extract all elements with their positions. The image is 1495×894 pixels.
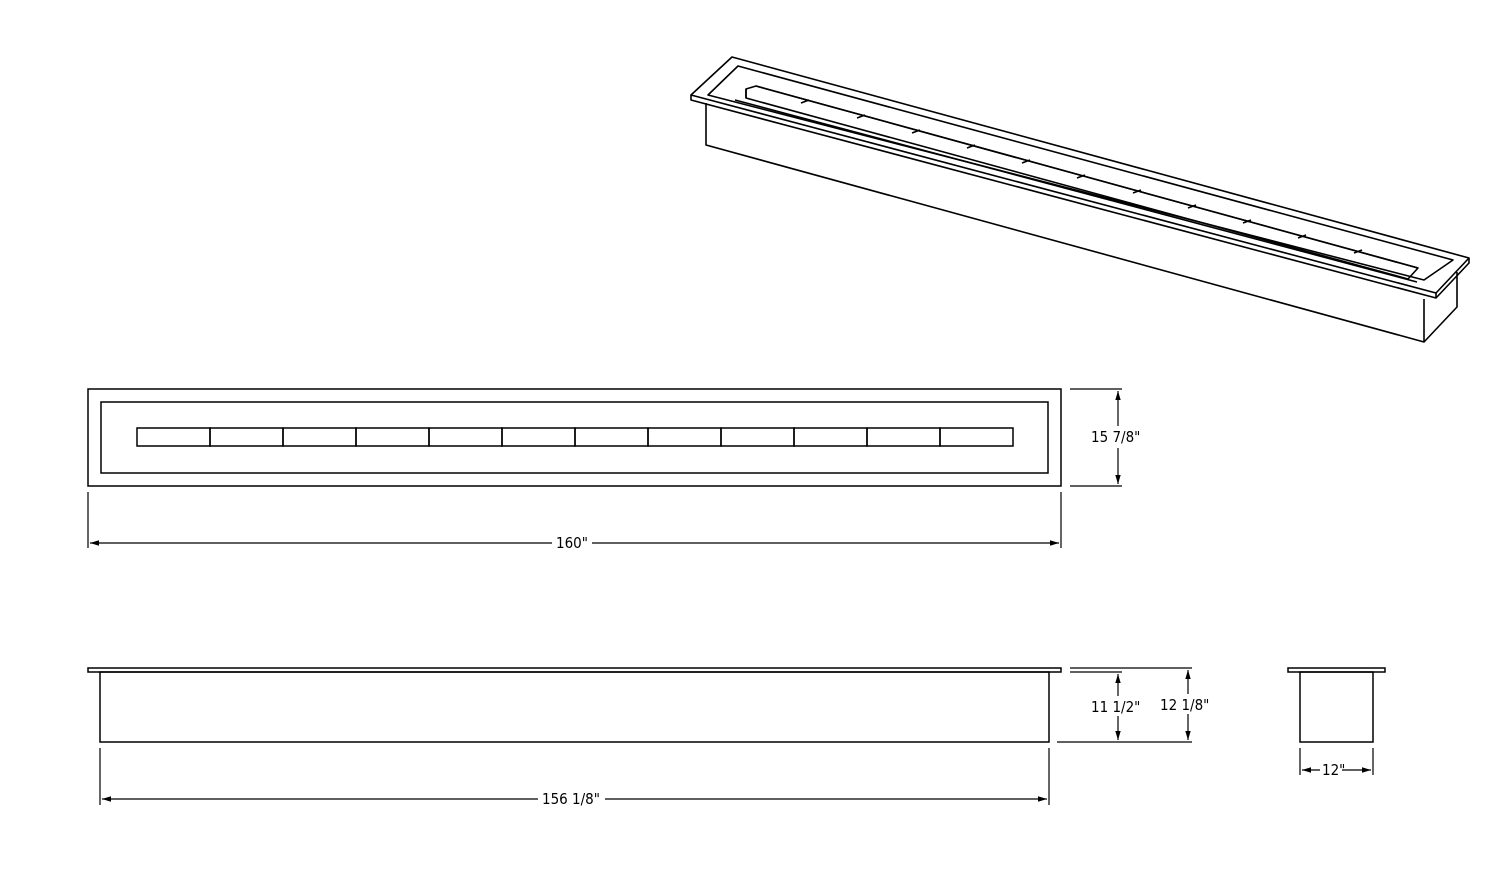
top-view-outer xyxy=(87,388,1062,487)
top-view-dimensions xyxy=(87,388,1122,548)
burner-segment xyxy=(501,427,576,447)
dim-top-depth: 15 7/8" xyxy=(1091,428,1140,446)
iso-body xyxy=(705,103,1458,343)
dim-body-height: 11 1/2" xyxy=(1091,698,1140,716)
burner-segment xyxy=(793,427,868,447)
burner-segment xyxy=(574,427,649,447)
burner-segment xyxy=(209,427,284,447)
burner-segment xyxy=(355,427,430,447)
front-view-body xyxy=(99,671,1050,743)
dim-body-length: 156 1/8" xyxy=(542,790,600,808)
burner-segment xyxy=(866,427,941,447)
front-view-dimensions xyxy=(99,667,1192,805)
iso-burner-rail xyxy=(745,85,1419,280)
burner-row xyxy=(136,427,1014,447)
end-view-body xyxy=(1299,671,1374,743)
burner-segment xyxy=(720,427,795,447)
end-view xyxy=(1287,667,1386,743)
front-view xyxy=(87,667,1062,743)
dim-top-length: 160" xyxy=(556,534,588,552)
dim-overall-height: 12 1/8" xyxy=(1160,696,1209,714)
burner-segment xyxy=(647,427,722,447)
iso-flange-inner xyxy=(707,65,1454,281)
isometric-view xyxy=(690,56,1470,343)
end-view-dimensions xyxy=(1299,748,1374,775)
iso-burner-dividers xyxy=(800,99,1363,254)
burner-segment xyxy=(282,427,357,447)
burner-segment xyxy=(428,427,503,447)
top-view-inner xyxy=(100,401,1049,474)
burner-segment xyxy=(939,427,1014,447)
top-view xyxy=(87,388,1062,487)
dim-end-width: 12" xyxy=(1322,761,1345,779)
burner-segment xyxy=(136,427,211,447)
